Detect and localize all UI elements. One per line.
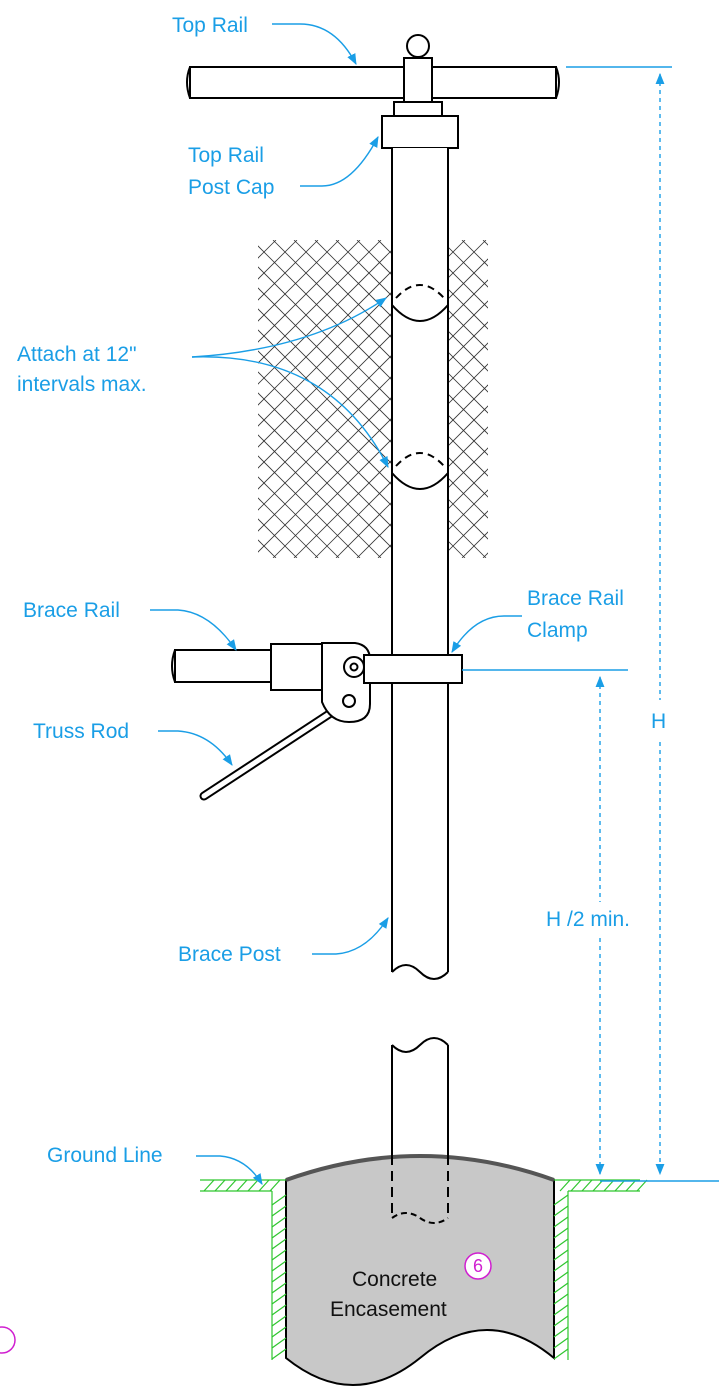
dimension-h-label: H — [651, 710, 666, 733]
leader-brace-rail-clamp — [451, 615, 522, 653]
brace-post-lower — [391, 1037, 449, 1155]
label-attach-1: Attach at 12" — [17, 343, 137, 366]
brace-post-upper — [391, 148, 449, 980]
label-concrete-1: Concrete — [352, 1268, 437, 1291]
top-rail-post-cap — [381, 115, 459, 149]
brace-rail-clamp — [363, 654, 463, 684]
label-attach-2: intervals max. — [17, 373, 147, 396]
label-top-rail-post-cap-2: Post Cap — [188, 176, 274, 199]
top-rail — [186, 66, 560, 99]
leader-truss-rod — [158, 730, 233, 766]
label-top-rail: Top Rail — [172, 14, 248, 37]
concrete-encasement — [285, 1154, 555, 1386]
leader-ground-line — [196, 1155, 263, 1185]
tie-wire-lower — [391, 452, 449, 490]
leader-top-rail — [272, 23, 357, 65]
label-top-rail-post-cap-1: Top Rail — [188, 144, 264, 167]
chain-link-mesh — [258, 240, 488, 558]
leader-attach-lower — [191, 356, 389, 468]
leader-brace-post — [312, 917, 389, 955]
reference-tag-partial — [0, 1326, 16, 1354]
svg-text:6: 6 — [473, 1256, 483, 1276]
loop-cap — [393, 34, 443, 117]
dimension-h — [566, 66, 719, 1182]
label-ground-line: Ground Line — [47, 1144, 163, 1167]
embedded-post-hidden — [391, 1155, 449, 1224]
leader-attach-upper — [191, 297, 387, 358]
label-concrete-2: Encasement — [330, 1298, 447, 1321]
label-brace-rail-clamp-2: Clamp — [527, 619, 588, 642]
brace-band — [321, 642, 371, 724]
label-truss-rod: Truss Rod — [33, 720, 129, 743]
reference-tag-6: 6 — [464, 1252, 492, 1280]
brace-rail — [171, 643, 324, 691]
leader-brace-rail — [150, 609, 237, 651]
truss-rod — [199, 696, 354, 801]
tie-wire-upper — [391, 284, 449, 322]
dimension-half-h-label: H /2 min. — [546, 908, 630, 931]
label-brace-rail-clamp-1: Brace Rail — [527, 587, 624, 610]
leader-post-cap — [300, 136, 379, 187]
label-brace-rail: Brace Rail — [23, 599, 120, 622]
ground-hatching — [200, 1179, 648, 1360]
label-brace-post: Brace Post — [178, 943, 281, 966]
dimension-half-h — [462, 669, 628, 1176]
